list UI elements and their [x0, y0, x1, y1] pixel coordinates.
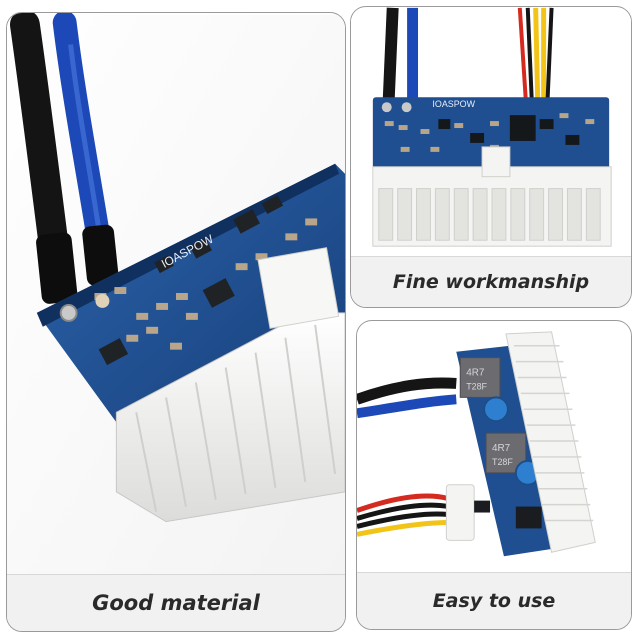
- board-brand-text: IOASPOW: [432, 99, 475, 109]
- inductor-label-1: 4R7: [466, 368, 485, 379]
- caption-fine-workmanship: Fine workmanship: [351, 256, 631, 307]
- caption-good-material: Good material: [7, 574, 345, 631]
- psu-module-closeup-photo: IOASPOW: [7, 13, 345, 576]
- product-photo-panel-fine-workmanship: IOASPOW Fine workmanship: [350, 6, 632, 308]
- psu-module-angled-photo: 4R7 T28F 4R7 T28F: [357, 321, 631, 575]
- inductor-label-2: 4R7: [492, 443, 511, 454]
- inductor-code-1: T28F: [466, 381, 487, 391]
- psu-module-front-photo: IOASPOW: [351, 7, 631, 259]
- product-photo-panel-easy-to-use: 4R7 T28F 4R7 T28F Easy to use: [356, 320, 632, 630]
- product-photo-panel-good-material: IOASPOW Good material: [6, 12, 346, 632]
- caption-easy-to-use: Easy to use: [357, 572, 631, 629]
- inductor-code-2: T28F: [492, 457, 513, 467]
